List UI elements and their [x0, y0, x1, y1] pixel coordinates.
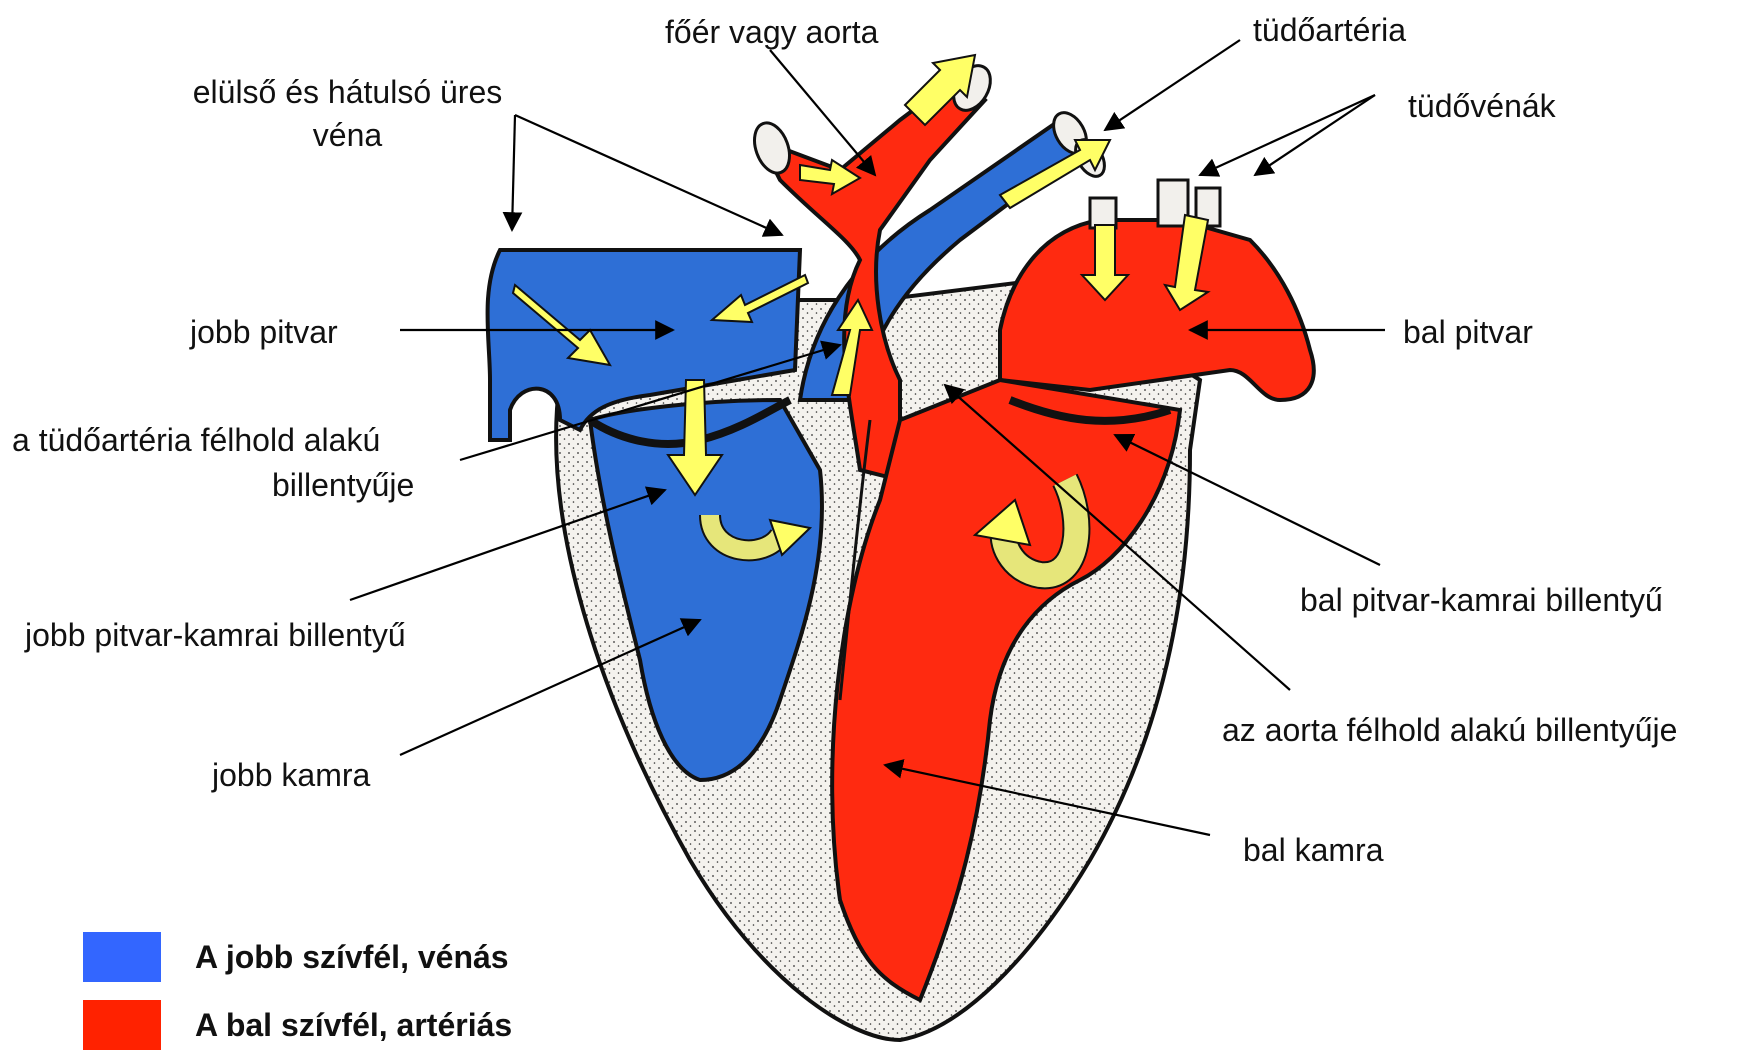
label-left-ventricle: bal kamra	[1243, 830, 1384, 870]
label-right-atrium: jobb pitvar	[190, 312, 338, 352]
legend-label-arterial: A bal szívfél, artériás	[195, 1005, 512, 1045]
label-pulmonary-valve-line1: a tüdőartéria félhold alakú	[12, 420, 380, 460]
label-aorta: főér vagy aorta	[665, 12, 878, 52]
label-pulmonary-artery: tüdőartéria	[1253, 10, 1406, 50]
label-pulmonary-veins: tüdővénák	[1408, 86, 1556, 126]
label-right-ventricle: jobb kamra	[212, 755, 370, 795]
legend-swatch-arterial	[83, 1000, 161, 1050]
left-atrium-shape	[1000, 220, 1314, 400]
legend-swatch-venous	[83, 932, 161, 982]
label-right-av-valve: jobb pitvar-kamrai billentyű	[25, 615, 406, 655]
label-left-av-valve: bal pitvar-kamrai billentyű	[1300, 580, 1663, 620]
label-aortic-valve: az aorta félhold alakú billentyűje	[1222, 710, 1677, 750]
label-pulmonary-valve-line2: billentyűje	[272, 465, 414, 505]
label-vena-cava-line1: elülső és hátulsó üres	[165, 72, 530, 112]
legend-label-venous: A jobb szívfél, vénás	[195, 937, 509, 977]
label-left-atrium: bal pitvar	[1403, 312, 1533, 352]
label-vena-cava-line2: véna	[165, 115, 530, 155]
